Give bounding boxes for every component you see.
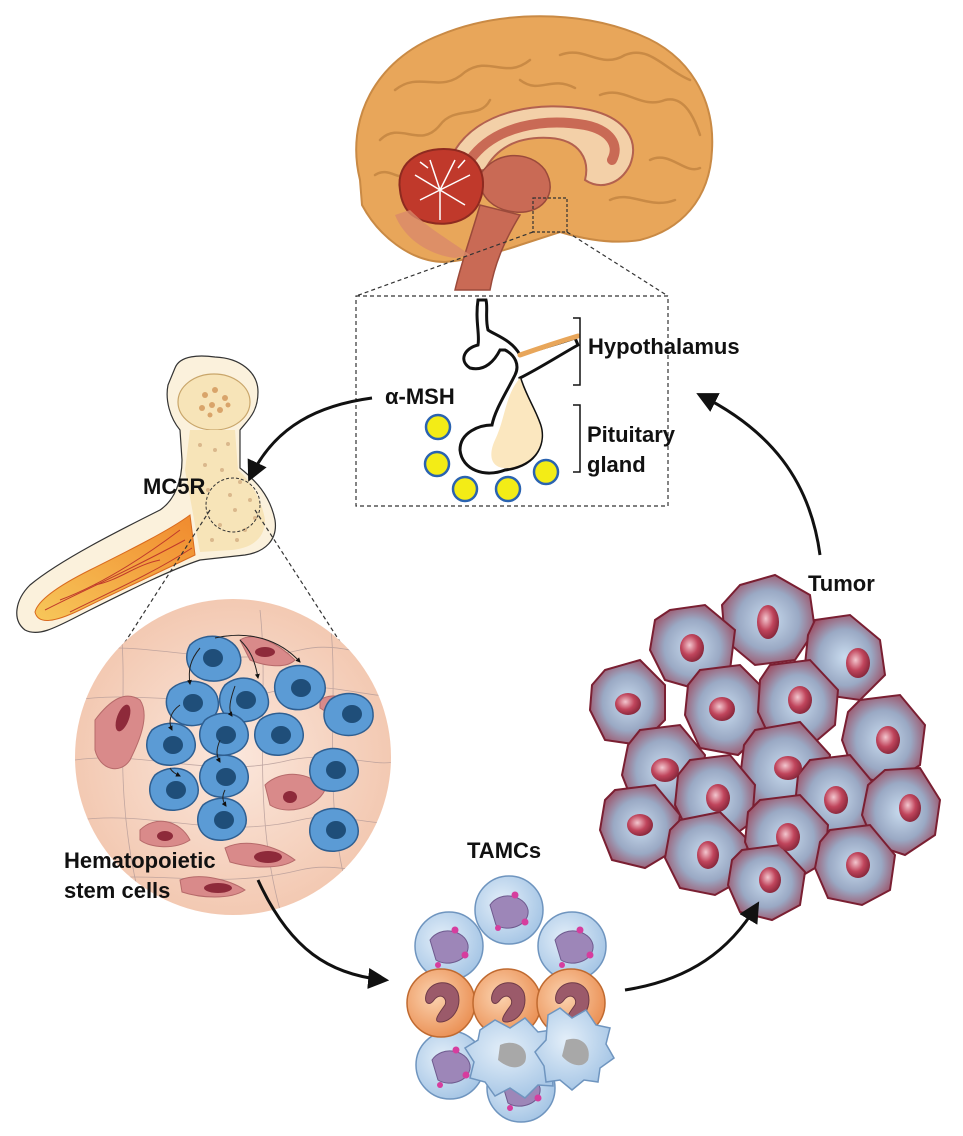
label-hsc-line2: stem cells — [64, 878, 171, 903]
msh-dots — [423, 413, 560, 503]
label-alpha-msh: α-MSH — [385, 384, 455, 409]
arrow-tamcs-to-tumor — [624, 901, 760, 992]
hsc-cells — [146, 634, 374, 852]
zoom-lines-niche — [101, 509, 356, 679]
label-pituitary-line2: gland — [587, 452, 646, 477]
label-hsc-line1: Hematopoietic — [64, 848, 216, 873]
stem-cell-niche-icon — [75, 599, 391, 915]
tamc-cluster-icon — [406, 875, 615, 1123]
zoom-lines-pituitary — [355, 231, 669, 297]
brain-icon — [355, 15, 714, 291]
tumor-cells-icon — [588, 573, 942, 922]
arrow-msh-to-bone — [247, 396, 373, 482]
label-hypothalamus: Hypothalamus — [588, 334, 740, 359]
femur-bone-icon — [16, 355, 276, 634]
pathway-arrows — [247, 393, 822, 992]
label-mc5r: MC5R — [143, 474, 206, 499]
label-tamcs: TAMCs — [467, 838, 542, 863]
pituitary-icon — [458, 298, 581, 475]
arrow-hsc-to-tamcs — [256, 879, 390, 989]
pituitary-panel — [355, 295, 669, 507]
label-tumor: Tumor — [808, 571, 875, 596]
arrow-tumor-to-pituitary — [696, 393, 822, 556]
label-pituitary-line1: Pituitary — [587, 422, 676, 447]
